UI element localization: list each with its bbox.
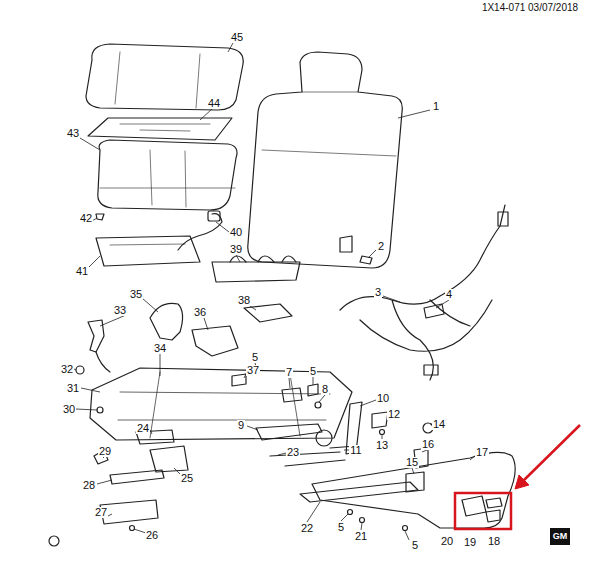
callout-number: 27 xyxy=(94,507,108,518)
callout-number: 5 xyxy=(411,540,419,551)
callout-number: 30 xyxy=(62,404,76,415)
callout-number: 44 xyxy=(207,98,221,109)
callout-number: 29 xyxy=(98,446,112,457)
callout-number: 34 xyxy=(153,343,167,354)
callout-number: 22 xyxy=(300,523,314,534)
callout-number: 1 xyxy=(432,101,440,112)
brand-logo: GM xyxy=(550,528,571,545)
callout-number: 5 xyxy=(251,352,259,363)
callout-number: 41 xyxy=(75,266,89,277)
figure-id: 1X14-071 03/07/2018 xyxy=(481,3,579,13)
callout-number: 23 xyxy=(286,447,300,458)
callout-number: 35 xyxy=(129,289,143,300)
callout-number: 13 xyxy=(375,440,389,451)
callout-number: 3 xyxy=(374,287,382,298)
callout-number: 5 xyxy=(337,522,345,533)
callout-number: 2 xyxy=(377,241,385,252)
callout-number: 21 xyxy=(354,531,368,542)
callout-number: 42 xyxy=(79,213,93,224)
callout-number: 19 xyxy=(463,537,477,548)
callout-number: 12 xyxy=(387,409,401,420)
callout-number: 40 xyxy=(229,227,243,238)
callout-number: 17 xyxy=(475,447,489,458)
callout-number: 43 xyxy=(66,128,80,139)
callout-number: 36 xyxy=(193,307,207,318)
callout-number: 7 xyxy=(285,367,293,378)
callout-number: 31 xyxy=(66,383,80,394)
callout-number: 37 xyxy=(246,365,260,376)
callout-number: 24 xyxy=(136,423,150,434)
callout-number: 32 xyxy=(60,364,74,375)
callout-number: 5 xyxy=(309,366,317,377)
callout-number: 11 xyxy=(349,445,362,456)
callout-number: 45 xyxy=(230,32,244,43)
callout-number: 20 xyxy=(440,536,454,547)
callout-number: 4 xyxy=(445,289,453,300)
callout-number: 18 xyxy=(487,536,501,547)
callout-number: 33 xyxy=(113,305,127,316)
callout-number: 38 xyxy=(237,295,251,306)
callout-number: 25 xyxy=(180,473,194,484)
callout-number: 16 xyxy=(421,439,435,450)
callout-number: 15 xyxy=(405,457,419,468)
callout-number: 26 xyxy=(145,530,159,541)
callout-number: 39 xyxy=(229,244,243,255)
callout-number: 9 xyxy=(237,420,245,431)
callout-number: 28 xyxy=(82,480,96,491)
callout-number: 8 xyxy=(321,384,329,395)
callout-number: 14 xyxy=(432,419,446,430)
callout-number: 10 xyxy=(376,393,390,404)
